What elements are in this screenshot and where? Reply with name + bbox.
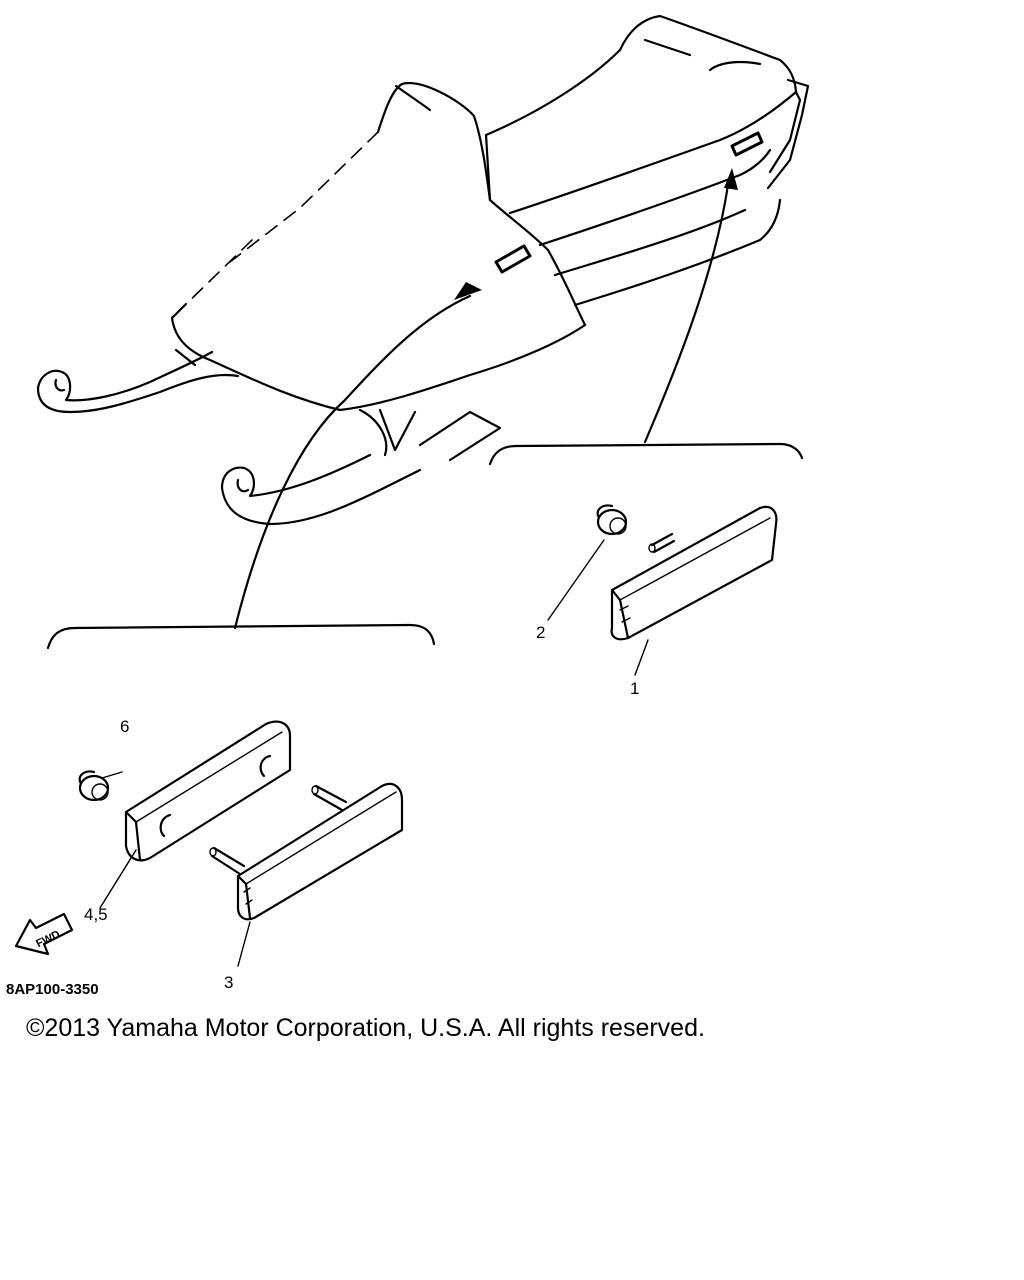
detail-view-brackets	[46, 442, 804, 650]
callout-part-1: 1	[630, 679, 639, 698]
snowmobile-illustration	[36, 14, 810, 526]
front-reflector-detail: 6 4,5 3	[78, 717, 404, 992]
nut-part-6	[78, 770, 110, 802]
callout-part-6: 6	[120, 717, 129, 736]
copyright-notice: ©2013 Yamaha Motor Corporation, U.S.A. A…	[26, 1014, 705, 1042]
arrow-head-icon	[724, 168, 738, 190]
location-arrows	[233, 168, 738, 630]
arrow-head-icon	[454, 282, 482, 300]
callout-part-3: 3	[224, 973, 233, 992]
bracket-plate-part-4-5	[124, 720, 292, 862]
callout-part-2: 2	[536, 623, 545, 642]
nut-part-2	[596, 504, 628, 536]
fwd-arrow-icon: FWD	[14, 912, 74, 956]
rear-reflector-detail: 2 1	[536, 504, 778, 698]
reflector-part-1	[610, 505, 778, 641]
callout-part-4-5: 4,5	[84, 905, 108, 924]
reflector-part-3	[209, 782, 404, 921]
drawing-code: 8AP100-3350	[6, 981, 99, 998]
fwd-label: FWD	[34, 928, 62, 950]
